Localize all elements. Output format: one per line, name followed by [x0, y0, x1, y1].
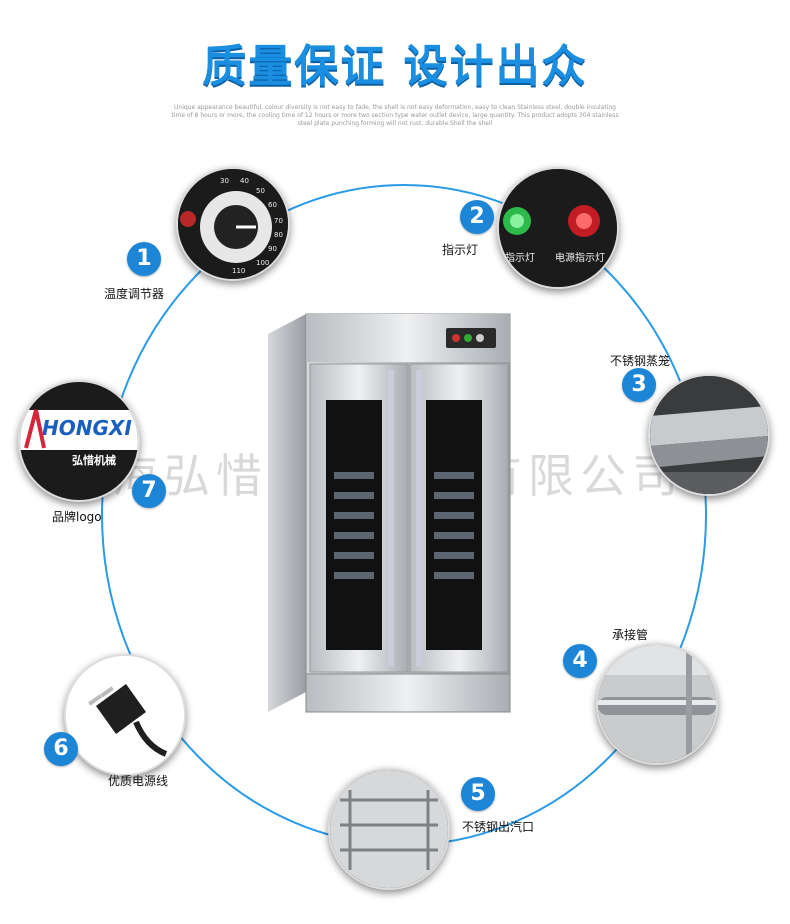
dial-tick-label: 70	[274, 217, 283, 225]
page-title: 质量保证 设计出众	[202, 41, 588, 92]
feature-label-2: 指示灯	[442, 243, 479, 257]
dial-tick-label: 90	[268, 245, 277, 253]
feature-label-3: 不锈钢蒸笼	[610, 354, 671, 368]
feature-number-4: 4	[563, 644, 597, 678]
dial-tick-label: 60	[268, 201, 277, 209]
feature-number-7: 7	[132, 474, 166, 508]
brand-logo-mark	[24, 409, 46, 449]
indicator-lights-detail-image: 指示灯 电源指示灯	[497, 167, 619, 289]
brand-logo-subtext: 弘惜机械	[72, 454, 116, 467]
dial-tick-label: 50	[256, 187, 265, 195]
dial-tick-label: 40	[240, 177, 249, 185]
feature-label-5: 不锈钢出汽口	[462, 820, 535, 834]
power-cord-detail-image	[64, 654, 186, 776]
proofer-cabinet-image	[268, 313, 511, 713]
dial-tick-label: 110	[232, 267, 245, 275]
feature-label-6: 优质电源线	[108, 774, 169, 788]
dial-tick-label: 30	[220, 177, 229, 185]
feature-number-1: 1	[127, 242, 161, 276]
steamer-tray-detail-image	[648, 374, 770, 496]
feature-number-2: 2	[460, 200, 494, 234]
steam-outlet-detail-image	[328, 768, 450, 890]
brand-logo-detail-image: HONGXI 弘惜机械	[18, 380, 140, 502]
thermostat-detail-image: 30 40 50 60 70 80 90 100 110	[176, 167, 290, 281]
page-subtitle: Unique appearance beautiful, colour dive…	[171, 104, 619, 127]
feature-label-1: 温度调节器	[104, 287, 165, 301]
brand-logo-text: HONGXI	[42, 416, 132, 440]
feature-number-3: 3	[622, 368, 656, 402]
sub-label-power-indicator: 电源指示灯	[555, 251, 605, 264]
drip-pipe-detail-image	[596, 643, 718, 765]
feature-label-7: 品牌logo	[52, 510, 102, 524]
feature-number-6: 6	[44, 732, 78, 766]
sub-label-indicator: 指示灯	[505, 251, 535, 264]
feature-label-4: 承接管	[612, 628, 649, 642]
feature-number-5: 5	[461, 777, 495, 811]
dial-tick-label: 80	[274, 231, 283, 239]
dial-tick-label: 100	[256, 259, 269, 267]
